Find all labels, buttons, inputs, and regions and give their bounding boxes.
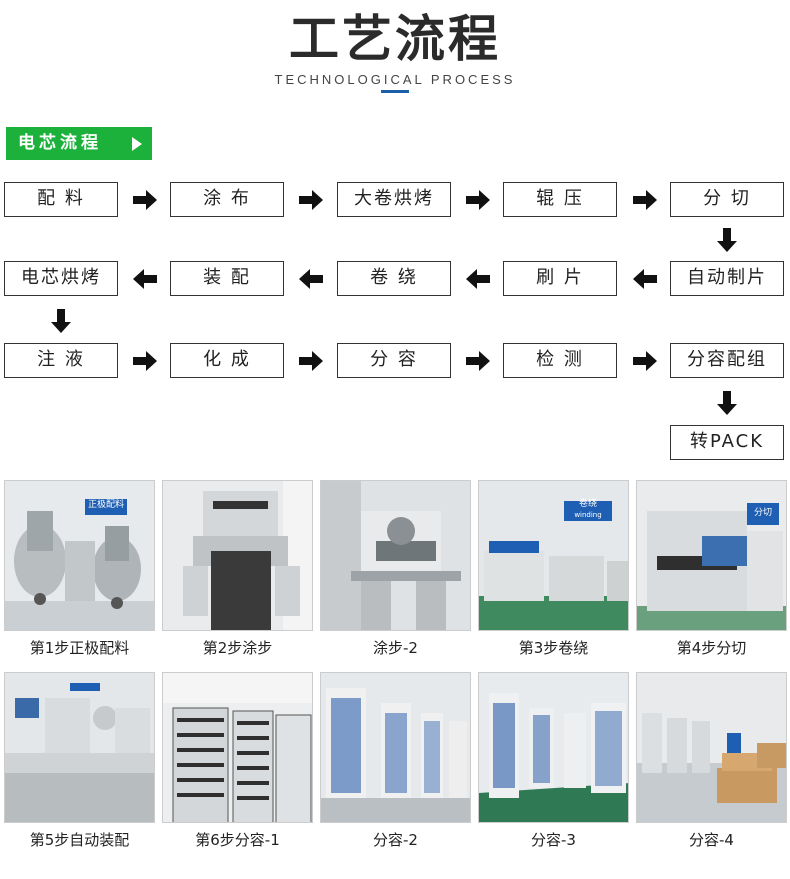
flow-step-inspection: 检 测	[503, 343, 617, 378]
photo-assembly	[4, 672, 155, 823]
flow-step-formation: 化 成	[170, 343, 284, 378]
arrow-left-icon	[133, 269, 157, 289]
photo-mixing: 正极配料	[4, 480, 155, 631]
flow-step-winding: 卷 绕	[337, 261, 451, 296]
photo-coating-2	[320, 480, 471, 631]
sign-label: 卷绕 winding	[564, 499, 612, 521]
arrow-right-icon	[133, 351, 157, 371]
photo-capacity-3	[478, 672, 629, 823]
flow-step-roll-baking: 大卷烘烤	[337, 182, 451, 217]
arrow-right-icon	[466, 351, 490, 371]
photo-slitting: 分切	[636, 480, 787, 631]
flow-step-batching: 配 料	[4, 182, 118, 217]
page-title: 工艺流程	[289, 10, 501, 68]
sign-label-cn: 卷绕	[578, 499, 597, 509]
coating-line-icon	[321, 481, 470, 630]
photo-caption: 第3步卷绕	[518, 639, 589, 657]
photo-capacity-1	[162, 672, 313, 823]
arrow-right-icon	[466, 190, 490, 210]
flow-step-cell-baking: 电芯烘烤	[4, 261, 118, 296]
photo-caption: 涂步-2	[373, 639, 418, 657]
flow-step-brushing: 刷 片	[503, 261, 617, 296]
sign-label-en: winding	[574, 511, 602, 519]
winding-machine-icon	[479, 481, 628, 630]
flow-step-grading: 分 容	[337, 343, 451, 378]
sign-label: 分切	[753, 508, 772, 518]
flow-step-slitting: 分 切	[670, 182, 784, 217]
flow-step-assembly: 装 配	[170, 261, 284, 296]
photo-caption: 第6步分容-1	[195, 831, 280, 849]
assembly-line-icon	[5, 673, 154, 822]
play-triangle-icon	[132, 137, 142, 151]
photo-caption: 分容-2	[373, 831, 418, 849]
arrow-left-icon	[466, 269, 490, 289]
slitting-machine-icon	[637, 481, 786, 630]
photo-caption: 分容-4	[689, 831, 734, 849]
arrow-down-icon	[717, 228, 737, 252]
photo-caption: 第2步涂步	[202, 639, 273, 657]
flow-step-rolling: 辊 压	[503, 182, 617, 217]
capacity-room-icon	[479, 673, 628, 822]
section-tag-label: 电芯流程	[18, 133, 102, 153]
flow-step-auto-tab: 自动制片	[670, 261, 784, 296]
title-underline	[381, 90, 409, 93]
arrow-left-icon	[299, 269, 323, 289]
page-subtitle: TECHNOLOGICAL PROCESS	[274, 72, 516, 87]
mixing-machine-icon	[5, 481, 154, 630]
warehouse-icon	[637, 673, 786, 822]
arrow-down-icon	[717, 391, 737, 415]
flow-step-coating: 涂 布	[170, 182, 284, 217]
photo-winding: 卷绕 winding	[478, 480, 629, 631]
photo-caption: 第1步正极配料	[29, 639, 130, 657]
flow-step-injection: 注 液	[4, 343, 118, 378]
arrow-right-icon	[299, 190, 323, 210]
arrow-right-icon	[633, 190, 657, 210]
arrow-right-icon	[299, 351, 323, 371]
arrow-left-icon	[633, 269, 657, 289]
photo-capacity-4	[636, 672, 787, 823]
arrow-right-icon	[133, 190, 157, 210]
arrow-right-icon	[633, 351, 657, 371]
photo-caption: 第5步自动装配	[29, 831, 130, 849]
photo-caption: 第4步分切	[676, 639, 747, 657]
flow-step-pack: 转PACK	[670, 425, 784, 460]
section-tag: 电芯流程	[6, 127, 152, 160]
capacity-cabinet-icon	[163, 673, 312, 822]
arrow-down-icon	[51, 309, 71, 333]
coating-machine-icon	[163, 481, 312, 630]
sign-label: 正极配料	[87, 500, 124, 510]
photo-coating	[162, 480, 313, 631]
flow-step-matching: 分容配组	[670, 343, 784, 378]
photo-caption: 分容-3	[531, 831, 576, 849]
capacity-rack-icon	[321, 673, 470, 822]
photo-capacity-2	[320, 672, 471, 823]
